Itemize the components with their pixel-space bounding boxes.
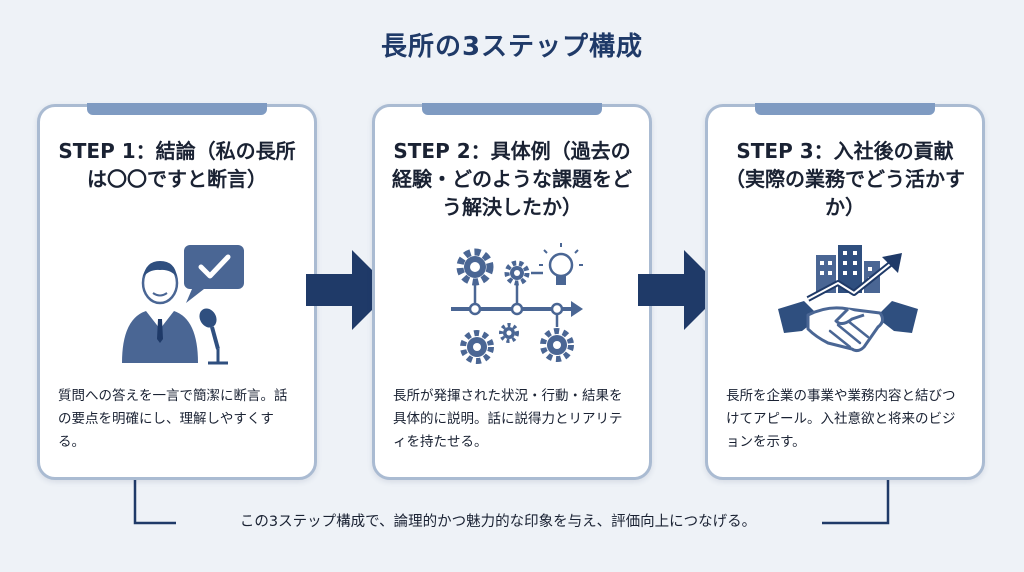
- step-3-card: STEP 3：入社後の貢献（実際の業務でどう活かすか） 長所を企業の事業や業務内…: [705, 103, 985, 480]
- step-2-title: STEP 2：具体例（過去の経験・どのような課題をどう解決したか）: [392, 139, 632, 219]
- gears-lightbulb-icon: [451, 243, 583, 364]
- step-1-title: STEP 1：結論（私の長所は〇〇ですと断言）: [58, 139, 296, 191]
- card-tab: [755, 103, 935, 115]
- step-3-description: 長所を企業の事業や業務内容と結びつけてアピール。入社意欲と将来のビジョンを示す。: [726, 388, 956, 450]
- step-2-card: STEP 2：具体例（過去の経験・どのような課題をどう解決したか）: [372, 103, 652, 480]
- handshake-growth-icon: [778, 245, 918, 353]
- page-title: 長所の3ステップ構成: [380, 32, 644, 62]
- card-tab: [422, 103, 602, 115]
- speaker-check-icon: [122, 245, 244, 365]
- arrow-right-icon: [638, 250, 724, 330]
- step-2-description: 長所が発揮された状況・行動・結果を具体的に説明。話に説得力とリアリティを持たせる…: [393, 388, 623, 450]
- footer-summary: この3ステップ構成で、論理的かつ魅力的な印象を与え、評価向上につなげる。: [176, 512, 820, 532]
- card-tab: [87, 103, 267, 115]
- step-3-title: STEP 3：入社後の貢献（実際の業務でどう活かすか）: [725, 139, 965, 219]
- step-1-description: 質問への答えを一言で簡潔に断言。話の要点を明確にし、理解しやすくする。: [58, 388, 288, 450]
- arrow-right-icon: [306, 250, 392, 330]
- step-1-card: STEP 1：結論（私の長所は〇〇ですと断言） 質問への答えを一言で簡潔に断言。…: [37, 103, 317, 480]
